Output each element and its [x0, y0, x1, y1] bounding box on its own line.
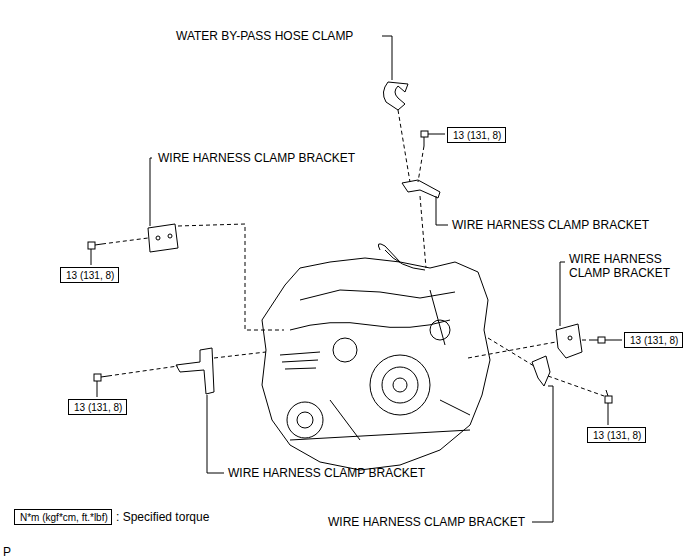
page-mark: P: [3, 545, 11, 559]
torque-value: 13 (131, 8): [453, 130, 500, 142]
bolt: [88, 131, 612, 403]
torque-box: 13 (131, 8): [68, 399, 127, 415]
torque-value: 13 (131, 8): [593, 430, 640, 442]
hose-clamp: [383, 82, 408, 110]
part-name: WIRE HARNESS CLAMP BRACKET: [452, 218, 649, 232]
clamp-bracket: [176, 348, 214, 394]
torque-box: 13 (131, 8): [447, 127, 506, 143]
clamp-bracket: [556, 324, 582, 358]
torque-value: 13 (131, 8): [74, 402, 121, 414]
torque-value: 13 (131, 8): [66, 270, 113, 282]
part-name: WIRE HARNESS CLAMP BRACKET: [228, 466, 425, 480]
part-name: WIRE HARNESS CLAMP BRACKET: [569, 252, 681, 280]
torque-value: 13 (131, 8): [630, 335, 677, 347]
transaxle-outline: [262, 258, 490, 470]
clamp-bracket: [402, 180, 440, 198]
part-name: WIRE HARNESS CLAMP BRACKET: [158, 151, 355, 165]
part-name: WIRE HARNESS CLAMP BRACKET: [328, 515, 525, 529]
torque-box: 13 (131, 8): [60, 267, 119, 283]
clamp-bracket: [532, 356, 550, 386]
torque-box: 13 (131, 8): [624, 332, 683, 348]
clamp-bracket: [148, 224, 178, 252]
legend-text: : Specified torque: [116, 510, 209, 524]
unit-text: N*m (kgf*cm, ft.*lbf): [20, 512, 106, 524]
legend-sample-box: N*m (kgf*cm, ft.*lbf): [14, 509, 112, 525]
torque-box: 13 (131, 8): [587, 427, 646, 443]
part-name: WATER BY-PASS HOSE CLAMP: [176, 29, 353, 43]
